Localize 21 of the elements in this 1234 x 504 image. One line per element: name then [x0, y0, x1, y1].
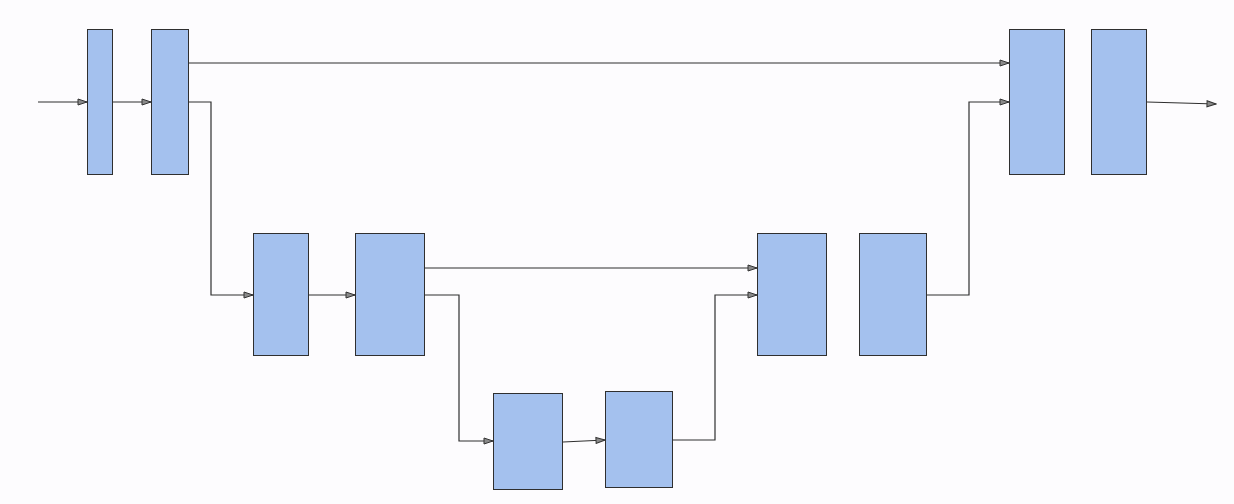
arrow [672, 291, 758, 441]
arrow [37, 98, 88, 106]
arrow [308, 291, 356, 299]
block-box [1091, 29, 1147, 175]
arrow [926, 98, 1010, 296]
block-box [87, 29, 113, 175]
arrow [1146, 100, 1217, 108]
block-box [859, 233, 927, 356]
arrow [188, 101, 254, 299]
block-box [355, 233, 425, 356]
block-box [605, 391, 673, 488]
block-box [253, 233, 309, 356]
block-box [1009, 29, 1065, 175]
arrow [112, 98, 152, 106]
block-box [151, 29, 189, 175]
arrow [424, 294, 494, 445]
arrow [188, 59, 1010, 67]
arrow [424, 264, 758, 272]
arrow [562, 436, 606, 444]
block-box [493, 393, 563, 490]
block-box [757, 233, 827, 356]
